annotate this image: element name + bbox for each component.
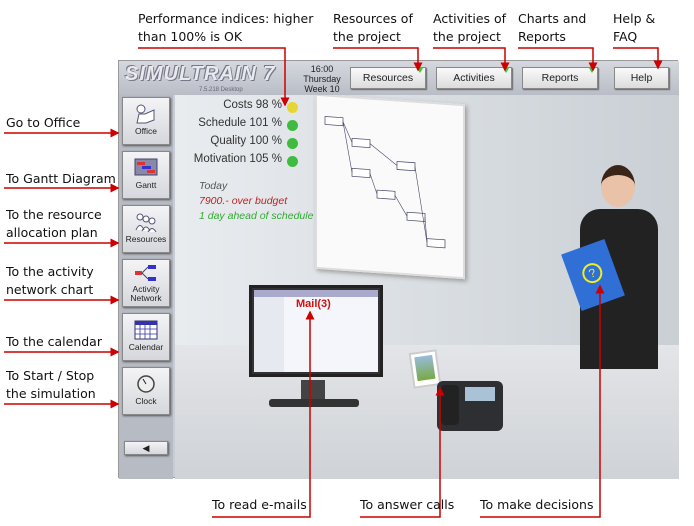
computer-monitor[interactable]: Mail(3) xyxy=(249,285,383,377)
help-button[interactable]: Help xyxy=(614,67,669,89)
monitor-stand xyxy=(301,380,325,400)
keyboard xyxy=(269,399,359,407)
reports-label: Reports xyxy=(541,72,579,84)
network-diagram-icon xyxy=(324,116,446,249)
office-label: Office xyxy=(134,126,158,136)
speaker-icon: ◀ xyxy=(142,443,150,453)
time: 16:00 xyxy=(310,64,334,74)
office-scene: Mail(3) ? Costs 98 % Schedule 101 % Qual… xyxy=(175,95,679,479)
day: Thursday xyxy=(303,74,341,84)
resources-button[interactable]: Resources xyxy=(350,67,426,89)
annotation-decisions: To make decisions xyxy=(480,497,594,512)
kpi-label: Motivation 105 % xyxy=(193,153,282,165)
week: Week 10 xyxy=(304,84,340,94)
activities-label: Activities xyxy=(453,72,495,84)
phone-handset-icon xyxy=(441,385,459,425)
clock-label: Clock xyxy=(135,396,157,406)
annotation-calendar: To the calendar xyxy=(6,334,102,349)
annotation-gantt: To Gantt Diagram xyxy=(6,171,116,186)
calendar-button[interactable]: Calendar xyxy=(122,313,170,361)
annotation-activities: Activities of the project xyxy=(433,11,507,44)
assistant-person[interactable]: ? xyxy=(561,165,658,479)
annotation-emails: To read e-mails xyxy=(212,497,307,512)
annotation-help: Help & FAQ xyxy=(613,11,656,44)
gantt-label: Gantt xyxy=(135,180,157,190)
office-icon xyxy=(136,104,155,124)
top-bar: SIMULTRAIN 7 7.5.218 Desktop 16:00 Thurs… xyxy=(119,61,679,95)
annotation-office: Go to Office xyxy=(6,115,81,130)
phone-display xyxy=(465,387,495,401)
kpi-schedule: Schedule 101 % xyxy=(183,117,298,135)
kpi-motivation: Motivation 105 % xyxy=(183,153,298,171)
resources-label: Resources xyxy=(362,72,414,84)
person-head xyxy=(601,165,635,207)
calendar-icon xyxy=(134,320,158,340)
kpi-label: Schedule 101 % xyxy=(198,117,282,129)
annotation-reports: Charts and Reports xyxy=(518,11,587,44)
activity-network-label: Activity Network xyxy=(130,284,162,303)
status-light-icon xyxy=(287,138,298,149)
budget-status: 7900.- over budget xyxy=(199,195,288,207)
kpi-label: Costs 98 % xyxy=(223,99,282,111)
whiteboard-network-chart[interactable] xyxy=(315,95,465,280)
office-button[interactable]: Office xyxy=(122,97,170,145)
calendar-label: Calendar xyxy=(128,342,164,352)
status-heading: Today xyxy=(199,180,228,192)
annotation-network: To the activity network chart xyxy=(6,264,94,297)
resources-side-button[interactable]: Resources xyxy=(122,205,170,253)
version: 7.5.218 Desktop xyxy=(199,87,243,93)
sim-clock: 16:00 Thursday Week 10 xyxy=(297,64,347,94)
status-light-icon xyxy=(287,156,298,167)
mail-count[interactable]: Mail(3) xyxy=(296,298,331,310)
desk-phone[interactable] xyxy=(437,381,503,431)
annotation-resources: Resources of the project xyxy=(333,11,413,44)
network-icon xyxy=(135,265,156,281)
logo: SIMULTRAIN 7 xyxy=(125,63,276,85)
clock-icon xyxy=(137,375,155,393)
annotation-clock: To Start / Stop the simulation xyxy=(6,368,96,401)
reports-button[interactable]: Reports xyxy=(522,67,598,89)
kpi-costs: Costs 98 % xyxy=(183,99,298,117)
annotation-resource-plan: To the resource allocation plan xyxy=(6,207,102,240)
status-light-icon xyxy=(287,102,298,113)
gantt-icon xyxy=(134,158,158,176)
status-light-icon xyxy=(287,120,298,131)
help-label: Help xyxy=(630,72,653,84)
performance-indices: Costs 98 % Schedule 101 % Quality 100 % … xyxy=(183,99,314,224)
kpi-label: Quality 100 % xyxy=(210,135,282,147)
resources-side-label: Resources xyxy=(125,234,167,244)
annotation-calls: To answer calls xyxy=(360,497,455,512)
sidebar: Office Gantt Resources Activity Network … xyxy=(119,95,173,479)
activity-network-button[interactable]: Activity Network xyxy=(122,259,170,307)
kpi-quality: Quality 100 % xyxy=(183,135,298,153)
sound-button[interactable]: ◀ xyxy=(124,441,168,455)
email-screen xyxy=(254,290,378,372)
people-icon xyxy=(135,213,157,232)
simultrain-window: SIMULTRAIN 7 7.5.218 Desktop 16:00 Thurs… xyxy=(118,60,679,479)
gantt-button[interactable]: Gantt xyxy=(122,151,170,199)
annotation-performance: Performance indices: higher than 100% is… xyxy=(138,11,314,44)
schedule-status: 1 day ahead of schedule xyxy=(199,210,314,222)
clock-button[interactable]: Clock xyxy=(122,367,170,415)
